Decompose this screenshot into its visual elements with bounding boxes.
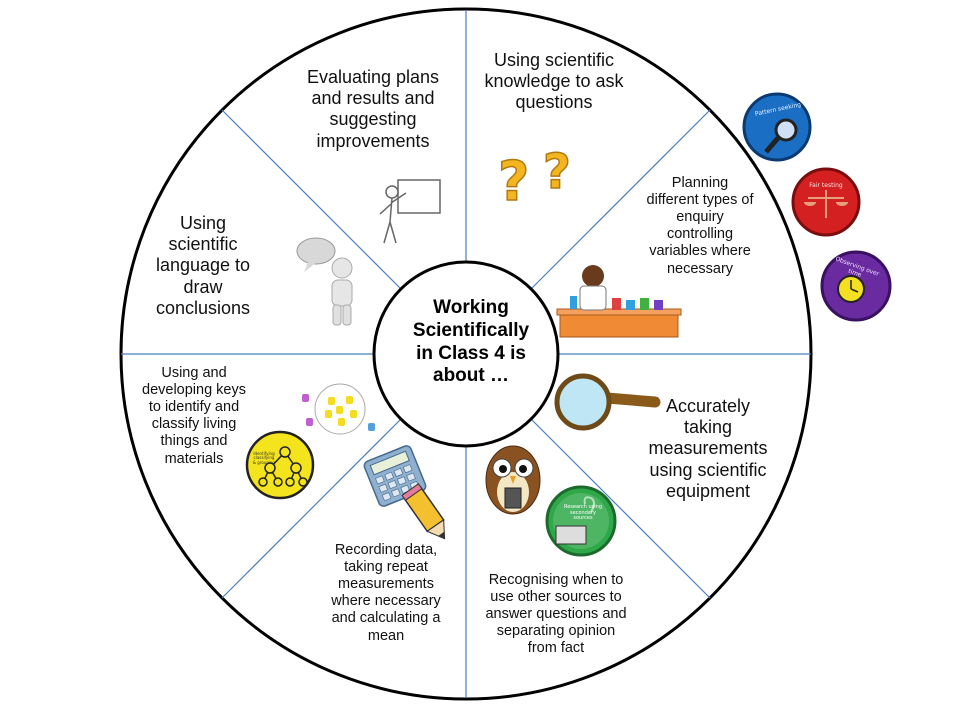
segment-asking-line: knowledge to ask [484,71,624,92]
scientist-lab-icon [556,265,682,338]
segment-measuring-line: taking [683,417,733,438]
segment-language-line: language to [155,255,251,276]
segment-keys-line: to identify and [148,399,240,416]
segment-recording-line: measurements [338,576,434,593]
divider-top-right [530,109,711,290]
segment-language-label: Using scientific language to draw conclu… [130,213,276,319]
segment-language-line: conclusions [155,297,251,318]
segment-recording-line: mean [367,627,405,644]
segment-keys-line: things and [160,433,228,450]
segment-recording-line: Recording data, [334,542,438,558]
segment-keys-line: materials [164,450,224,467]
segment-keys-line: developing keys [142,382,246,399]
segment-keys-line: Using and [161,365,227,381]
segment-planning-line: Planning [671,175,729,191]
segment-planning-line: different types of [646,192,754,209]
segment-sources-line: Recognising when to [488,572,624,588]
segment-language-line: draw [183,276,223,297]
segment-measuring-line: equipment [665,480,751,501]
segment-dividers [121,10,811,698]
segment-evaluating-line: Evaluating plans [306,67,440,87]
center-title-line: in Class 4 is [416,342,526,364]
classification-badge-icon [245,430,315,500]
segment-sources-line: answer questions and [485,606,627,623]
classification-badge-label: Identifying classifying & grouping [252,451,276,465]
segment-sources-line: use other sources to [490,589,622,606]
svg-text:?: ? [543,144,571,200]
segment-sources-label: Recognising when to use other sources to… [470,572,642,658]
segment-sources-line: from fact [527,640,585,657]
segment-measuring-line: Accurately [665,396,751,416]
owl-icon [485,445,541,515]
divider-bottom-right [530,418,711,599]
segment-measuring-line: using scientific [649,459,767,480]
magnifying-glass-icon [554,373,661,431]
segment-asking-label: Using scientific knowledge to ask questi… [474,50,634,114]
segment-measuring-line: measurements [648,438,768,459]
center-title-line: Working [433,297,509,318]
segment-planning-line: necessary [666,260,734,277]
segment-evaluating-line: suggesting [329,109,417,130]
segment-sources-line: separating opinion [496,623,616,640]
segment-keys-label: Using and developing keys to identify an… [126,365,262,468]
center-title-line: Scientifically [412,319,530,341]
segment-planning-line: controlling [666,226,734,243]
segment-planning-line: variables where [649,243,751,260]
divider-top-left [221,109,402,290]
research-badge-label: Research using secondary sources [563,504,603,521]
segment-planning-line: enquiry [676,209,724,226]
svg-text:?: ? [498,150,529,213]
segment-recording-line: and calculating a [331,610,441,627]
segment-language-line: Using [179,213,227,233]
fair-testing-badge-label: Fair testing [809,182,843,189]
segment-evaluating-line: and results and [311,88,435,109]
segment-recording-label: Recording data, taking repeat measuremen… [312,542,460,645]
question-marks-icon: ? ? [497,143,571,214]
segment-keys-line: classify living [151,416,237,433]
segment-asking-line: Using scientific [493,50,615,70]
calculator-pencil-icon [363,445,446,540]
segment-language-line: scientific [168,234,238,255]
fair-testing-badge-icon [791,167,861,237]
observing-badge-icon [820,250,892,322]
segment-measuring-label: Accurately taking measurements using sci… [628,396,788,502]
segment-recording-line: where necessary [331,593,441,610]
grouping-creatures-icon [302,383,375,435]
research-secondary-sources-badge-icon [545,485,617,557]
segment-evaluating-line: improvements [316,130,430,151]
divider-bottom-left [221,418,402,599]
segment-evaluating-label: Evaluating plans and results and suggest… [290,67,456,152]
segment-planning-label: Planning different types of enquiry cont… [626,175,774,278]
center-title-line: about … [433,365,509,387]
segment-recording-line: taking repeat [344,559,428,576]
speech-figure-icon [296,237,353,326]
center-circle [372,260,560,448]
pattern-seeking-badge-icon [742,92,812,162]
center-title: Working Scientifically in Class 4 is abo… [388,297,554,388]
segment-asking-line: questions [515,92,593,113]
teacher-at-board-icon [379,179,441,244]
